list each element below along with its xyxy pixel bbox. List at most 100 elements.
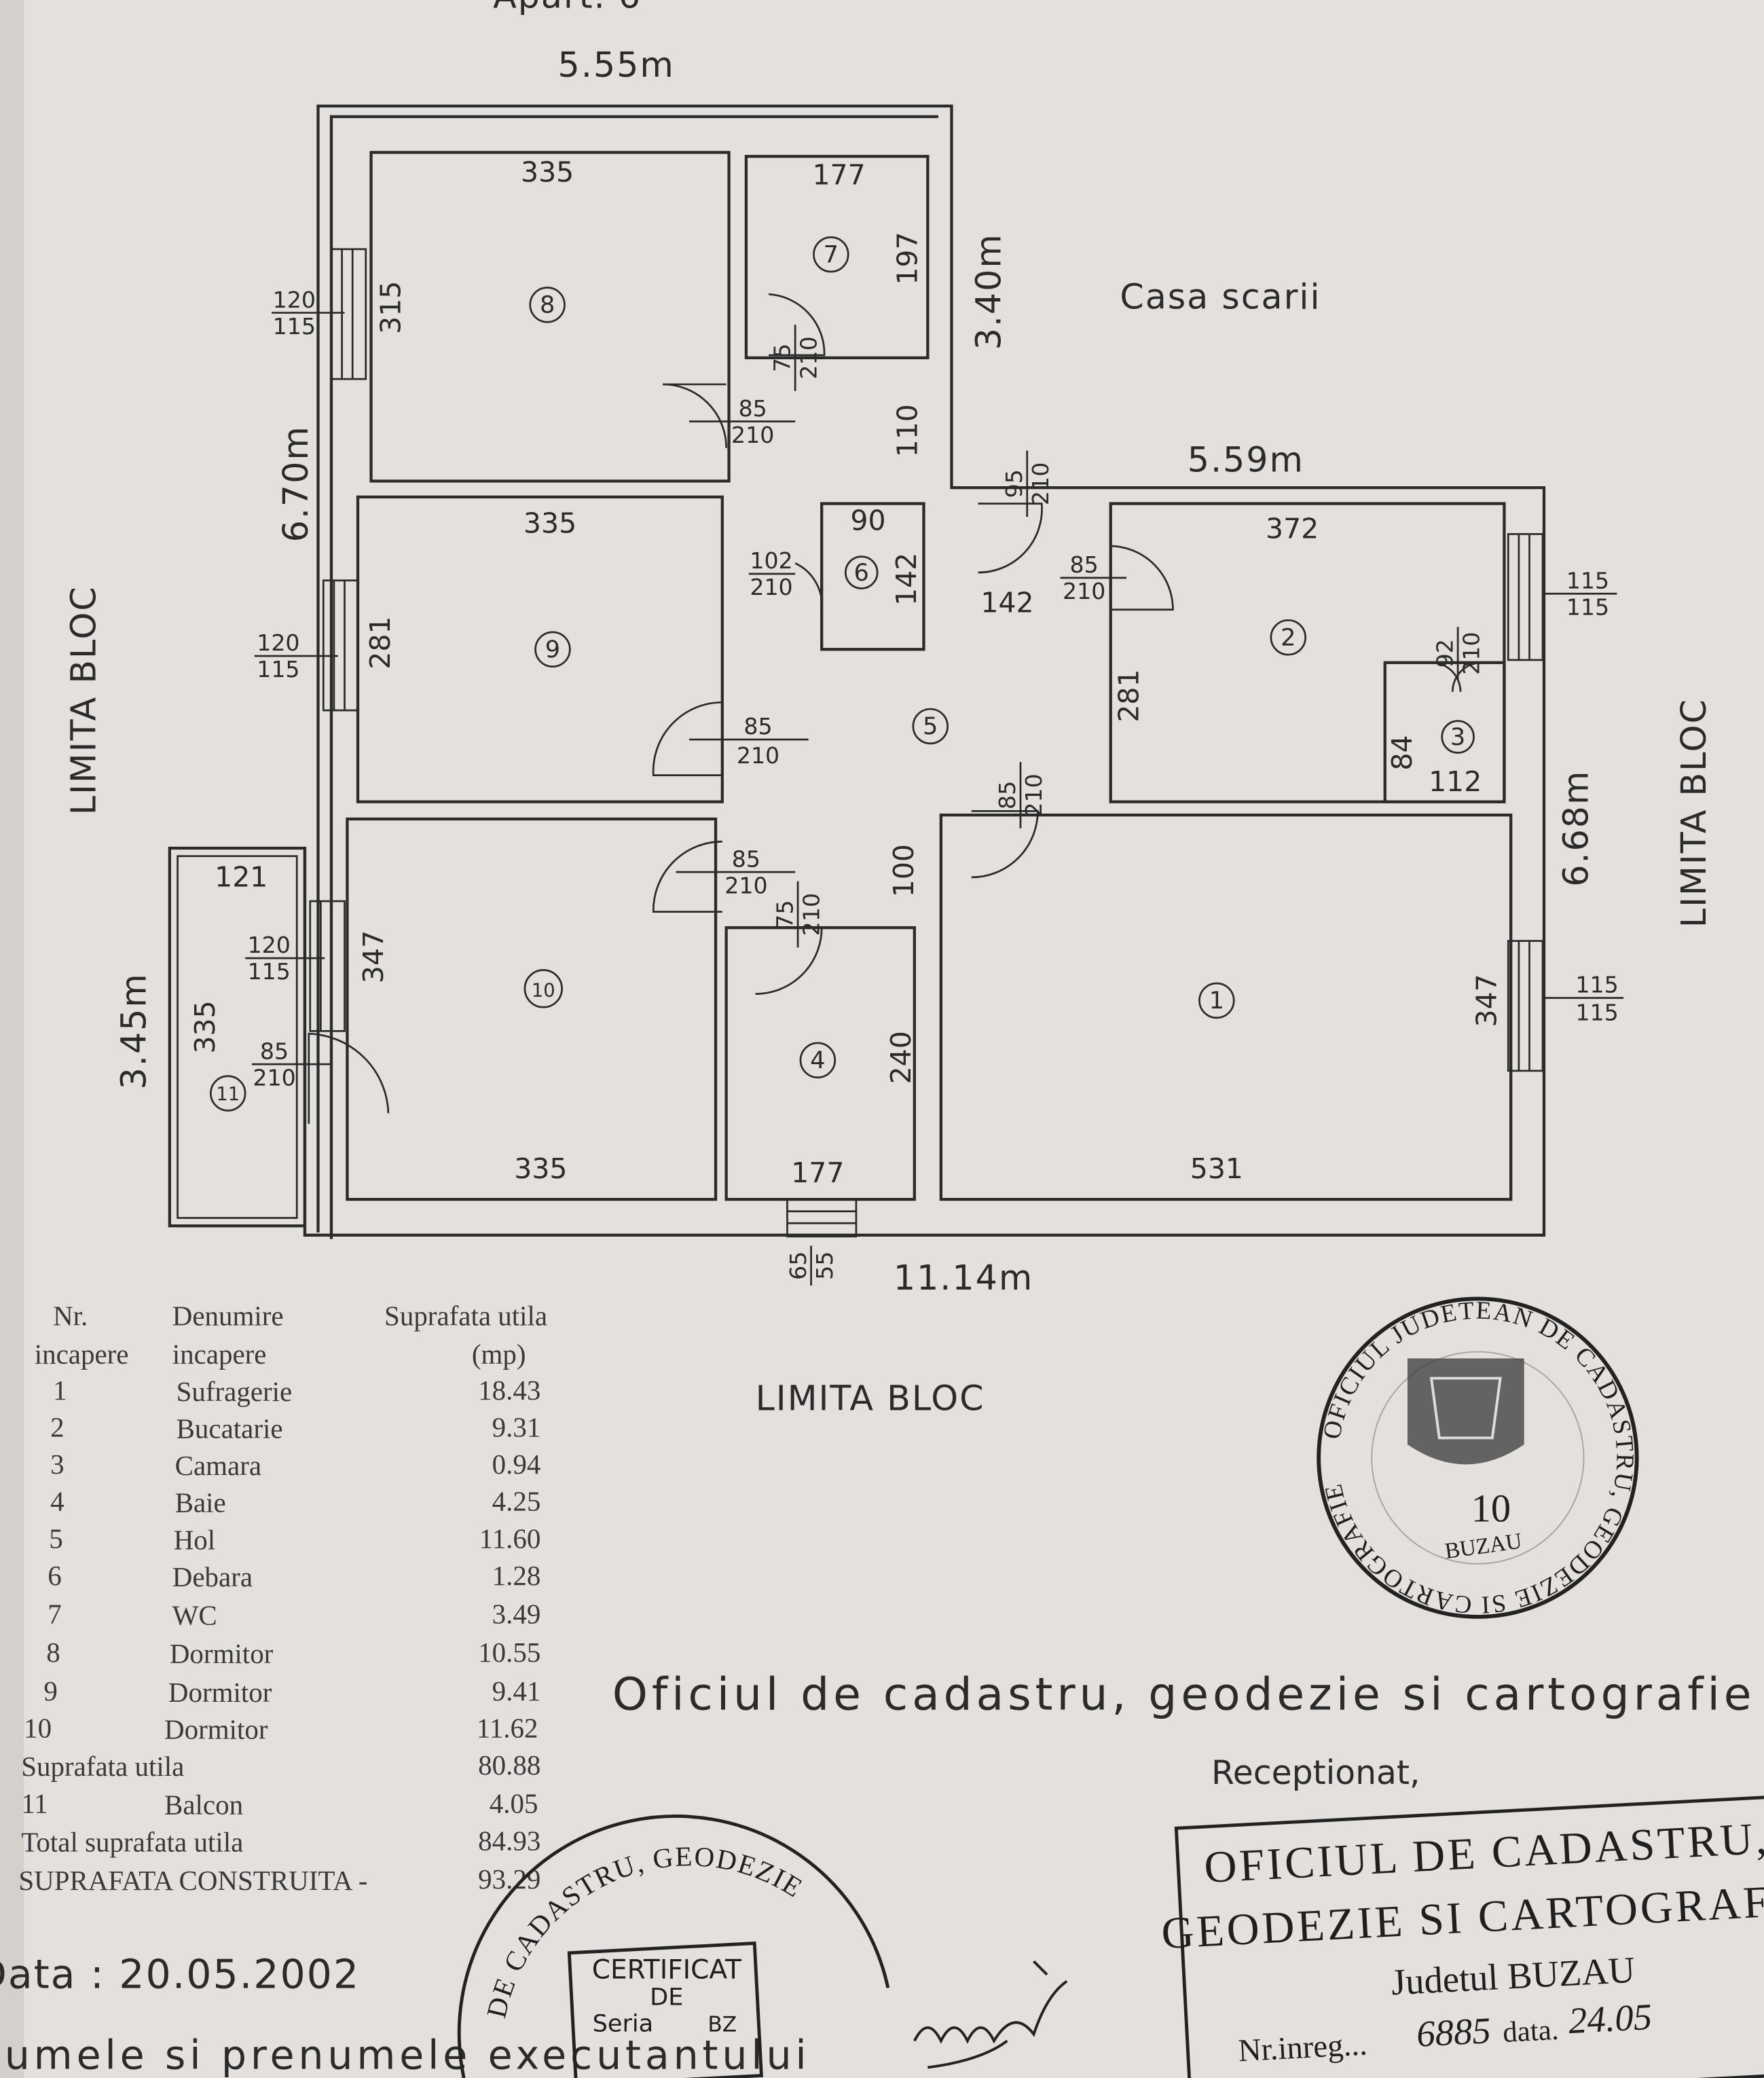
stamp-data-label: data. (1502, 2014, 1560, 2049)
room-number-5: 5 (912, 708, 949, 745)
header-nr-2: incapere (35, 1338, 129, 1370)
row-nr: 8 (46, 1637, 60, 1668)
table-row: 6 Debara 1.28 (48, 1560, 540, 1592)
dim: 372 (1266, 512, 1319, 545)
row-area: 11.62 (477, 1712, 538, 1743)
row-area: 4.25 (492, 1486, 541, 1517)
casa-scarii-label: Casa scarii (1120, 277, 1321, 317)
dim: 142 (980, 587, 1033, 619)
dim: 6.68m (1556, 770, 1596, 887)
row-area: 84.93 (478, 1825, 540, 1856)
row-name: Debara (172, 1561, 253, 1592)
row-nr: 5 (49, 1523, 62, 1554)
row-area: 93.29 (478, 1863, 540, 1895)
room-number-2: 2 (1270, 619, 1307, 656)
apartment-label: Apart. 6 (493, 0, 642, 16)
row-label: Suprafata utila (21, 1751, 184, 1782)
row-name: Bucatarie (177, 1412, 283, 1444)
dim: 281 (364, 616, 397, 669)
header-name-2: incapere (172, 1338, 267, 1370)
fraction-bottom: 115 (273, 313, 316, 340)
fraction-bottom: 55 (811, 1252, 838, 1280)
row-area: 10.55 (478, 1637, 540, 1668)
row-name: Hol (174, 1524, 215, 1555)
fraction-top: 75 (771, 900, 798, 928)
row-area: 1.28 (492, 1560, 541, 1591)
limita-bloc-right: LIMITA BLOC (1674, 698, 1714, 928)
dim: 100 (887, 844, 920, 897)
plan-labels: Casa scarii LIMITA BLOC LIMITA BLOC LIMI… (64, 277, 1714, 1419)
dim: 3.45m (114, 972, 154, 1089)
stamp-de: DE (650, 1984, 683, 2011)
row-name: Dormitor (168, 1677, 272, 1708)
table-row-suprafata-utila: Suprafata utila 80.88 (21, 1749, 540, 1782)
fraction-bottom: 210 (1021, 773, 1047, 816)
fraction-bottom: 115 (257, 656, 299, 682)
limita-bloc-left: LIMITA BLOC (64, 585, 104, 815)
receptionat-label: Receptionat, (1211, 1753, 1420, 1792)
stamp-bz: BZ (708, 2013, 737, 2037)
fraction-bottom: 210 (1458, 632, 1484, 674)
stamp-nr-value: 6885 (1416, 2009, 1492, 2055)
stamp-data-value: 24.05 (1567, 1996, 1653, 2041)
stamp-seria: Seria (593, 2010, 654, 2038)
fraction-top: 95 (1001, 469, 1027, 498)
room-number-6: 6 (844, 555, 879, 589)
walls (168, 104, 1546, 1239)
limita-bloc-bottom: LIMITA BLOC (756, 1378, 985, 1418)
row-nr: 3 (50, 1448, 64, 1480)
dim: 347 (357, 930, 390, 983)
row-name: Dormitor (164, 1713, 268, 1745)
room-number-9: 9 (534, 631, 571, 668)
room-number-text: 11 (216, 1084, 240, 1105)
row-nr: 4 (50, 1486, 64, 1517)
windows (309, 248, 1544, 1238)
fraction-top: 92 (1431, 639, 1458, 668)
row-name: Sufragerie (177, 1376, 293, 1407)
row-nr: 6 (48, 1560, 61, 1591)
stamp-certificat: CERTIFICAT (592, 1955, 741, 1986)
room-number-7: 7 (813, 236, 849, 273)
doors (308, 293, 1482, 1124)
fraction-bottom: 210 (795, 336, 822, 379)
row-area: 0.94 (492, 1448, 541, 1480)
date-line: Data : 20.05.2002 (0, 1951, 360, 1997)
dim: 347 (1471, 974, 1503, 1027)
dim: 142 (890, 553, 923, 606)
room-number-text: 3 (1450, 723, 1465, 751)
fraction-bottom: 210 (724, 872, 767, 898)
row-label: SUPRAFATA CONSTRUITA - (18, 1865, 367, 1896)
row-name: Balcon (164, 1789, 243, 1821)
office-heading: Oficiul de cadastru, geodezie si cartogr… (612, 1667, 1756, 1720)
row-nr: 1 (53, 1374, 67, 1406)
stamp-number: 10 (1471, 1486, 1511, 1530)
row-nr: 2 (50, 1411, 64, 1442)
row-nr: 11 (21, 1788, 48, 1819)
dim: 3.40m (969, 233, 1009, 350)
room-number-text: 6 (854, 559, 869, 587)
dim: 531 (1190, 1152, 1243, 1185)
row-area: 80.88 (478, 1749, 540, 1781)
header-name: Denumire (172, 1300, 284, 1332)
fraction-top: 102 (750, 547, 792, 574)
room-number-8: 8 (529, 287, 566, 323)
row-area: 9.41 (492, 1675, 541, 1707)
dim: 335 (523, 507, 576, 540)
dim-width-bottom: 11.14m (894, 1258, 1033, 1298)
room-number-text: 8 (540, 291, 555, 319)
stamp-nr-label: Nr.inreg... (1237, 2026, 1367, 2068)
room-number-text: 7 (824, 240, 839, 268)
dim: 177 (791, 1156, 844, 1189)
room-numbers: 1 2 3 4 5 6 7 8 9 10 11 (209, 236, 1475, 1112)
fraction-top: 85 (260, 1038, 289, 1064)
row-nr: 7 (48, 1599, 61, 1630)
dim: 197 (892, 232, 924, 285)
dim: 315 (374, 281, 407, 334)
fraction-top: 75 (769, 344, 795, 372)
fraction-bottom: 210 (253, 1064, 295, 1091)
